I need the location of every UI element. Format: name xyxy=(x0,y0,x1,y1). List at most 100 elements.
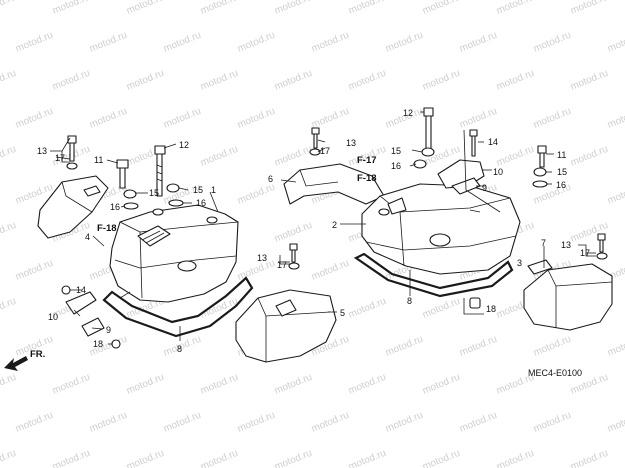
upper-bracket-bolt[interactable] xyxy=(309,127,321,156)
watermark-text: motod.ru xyxy=(347,296,388,321)
callout-17-mid: 17 xyxy=(320,146,330,156)
right-washer-set[interactable] xyxy=(532,145,548,188)
callout-16-mid: 16 xyxy=(391,161,401,171)
watermark-text: motod.ru xyxy=(384,334,425,359)
callout-8-left: 8 xyxy=(177,344,182,354)
callout-13-mid: 13 xyxy=(346,138,356,148)
callout-18-right: 18 xyxy=(486,304,496,314)
watermark-text: motod.ru xyxy=(273,448,314,468)
watermark-text: motod.ru xyxy=(347,448,388,468)
watermark-text: motod.ru xyxy=(0,68,18,93)
callout-6: 6 xyxy=(268,174,273,184)
watermark-text: motod.ru xyxy=(384,410,425,435)
watermark-text: motod.ru xyxy=(162,30,203,55)
watermark-text: motod.ru xyxy=(569,448,610,468)
left-inner-bolt[interactable] xyxy=(116,159,129,189)
callout-15-left-a: 15 xyxy=(149,188,159,198)
left-heat-guard[interactable] xyxy=(37,175,109,239)
watermark-text: motod.ru xyxy=(236,182,277,207)
watermark-text: motod.ru xyxy=(162,106,203,131)
right-guard-clip[interactable] xyxy=(527,259,553,275)
watermark-text: motod.ru xyxy=(458,334,499,359)
frame-ref-f18-left[interactable]: F-18 xyxy=(97,223,117,234)
front-label: FR. xyxy=(30,349,45,360)
left-washers[interactable] xyxy=(123,183,184,210)
callout-16-left-a: 16 xyxy=(110,202,120,212)
watermark-text: motod.ru xyxy=(199,0,240,17)
right-grommet[interactable] xyxy=(469,297,481,309)
callout-11-right: 11 xyxy=(557,150,566,160)
left-cylinder-head-cover[interactable] xyxy=(109,204,239,303)
left-mounting-bolt[interactable] xyxy=(154,145,166,197)
watermark-text: motod.ru xyxy=(384,30,425,55)
watermark-text: motod.ru xyxy=(125,448,166,468)
callout-8-right: 8 xyxy=(407,296,412,306)
frame-ref-f18-mid[interactable]: F-18 xyxy=(357,173,377,184)
left-guard-bolt[interactable] xyxy=(66,135,78,170)
left-pcv-assembly[interactable] xyxy=(61,285,121,349)
watermark-text: motod.ru xyxy=(421,68,462,93)
watermark-text: motod.ru xyxy=(162,410,203,435)
watermark-text: motod.ru xyxy=(532,410,573,435)
watermark-text: motod.ru xyxy=(606,182,625,207)
watermark-text: motod.ru xyxy=(421,296,462,321)
watermark-text: motod.ru xyxy=(273,0,314,17)
callout-2: 2 xyxy=(332,220,337,230)
watermark-text: motod.ru xyxy=(606,410,625,435)
watermark-text: motod.ru xyxy=(273,220,314,245)
watermark-text: motod.ru xyxy=(421,448,462,468)
watermark-text: motod.ru xyxy=(569,220,610,245)
watermark-text: motod.ru xyxy=(606,334,625,359)
watermark-text: motod.ru xyxy=(14,258,55,283)
right-mounting-bolt[interactable] xyxy=(413,107,435,169)
watermark-text: motod.ru xyxy=(236,410,277,435)
watermark-text: motod.ru xyxy=(14,30,55,55)
callout-17-right: 17 xyxy=(580,248,590,258)
center-shield-bolt[interactable] xyxy=(288,243,300,270)
right-guard-bolt[interactable] xyxy=(596,233,608,260)
callout-13-right: 13 xyxy=(561,240,571,250)
watermark-text: motod.ru xyxy=(125,68,166,93)
callout-numbers: 1 2 3 4 5 6 7 8 8 9 9 10 10 11 11 12 12 … xyxy=(37,108,590,354)
watermark-text: motod.ru xyxy=(236,30,277,55)
watermark-text: motod.ru xyxy=(532,106,573,131)
watermark-text: motod.ru xyxy=(0,220,18,245)
callout-3: 3 xyxy=(517,258,522,268)
watermark-text: motod.ru xyxy=(0,448,18,468)
watermark-text: motod.ru xyxy=(347,68,388,93)
center-heat-shield[interactable] xyxy=(235,289,337,363)
watermark-text: motod.ru xyxy=(0,372,18,397)
watermark-text: motod.ru xyxy=(310,410,351,435)
watermark-text: motod.ru xyxy=(458,30,499,55)
watermark-text: motod.ru xyxy=(199,144,240,169)
watermark-text: motod.ru xyxy=(125,0,166,17)
right-heat-guard[interactable] xyxy=(523,263,613,331)
watermark-text: motod.ru xyxy=(273,144,314,169)
callout-7: 7 xyxy=(541,238,546,248)
watermark-text: motod.ru xyxy=(569,68,610,93)
left-cover-gasket[interactable] xyxy=(102,276,254,338)
watermark-text: motod.ru xyxy=(495,144,536,169)
callout-17-center: 17 xyxy=(277,260,287,270)
watermark-text: motod.ru xyxy=(458,106,499,131)
callout-15-mid: 15 xyxy=(391,146,401,156)
callout-11-left: 11 xyxy=(94,155,103,165)
watermark-text: motod.ru xyxy=(347,0,388,17)
right-pcv-valve[interactable] xyxy=(437,129,485,195)
leader-lines xyxy=(50,111,596,345)
watermark-text: motod.ru xyxy=(421,372,462,397)
callout-16-right: 16 xyxy=(556,180,566,190)
callout-12-left: 12 xyxy=(179,140,189,150)
callout-1: 1 xyxy=(211,185,216,195)
frame-ref-f17[interactable]: F-17 xyxy=(357,155,377,166)
upper-bracket[interactable] xyxy=(283,163,385,205)
right-cylinder-head-cover[interactable] xyxy=(361,183,521,275)
callout-9-right: 9 xyxy=(482,183,487,193)
watermark-text: motod.ru xyxy=(495,68,536,93)
watermark-text: motod.ru xyxy=(199,448,240,468)
watermark-text: motod.ru xyxy=(88,106,129,131)
callout-17-left: 17 xyxy=(55,153,65,163)
callout-14-left: 14 xyxy=(76,285,86,295)
right-cover-gasket[interactable] xyxy=(353,252,514,298)
watermark-text: motod.ru xyxy=(236,106,277,131)
